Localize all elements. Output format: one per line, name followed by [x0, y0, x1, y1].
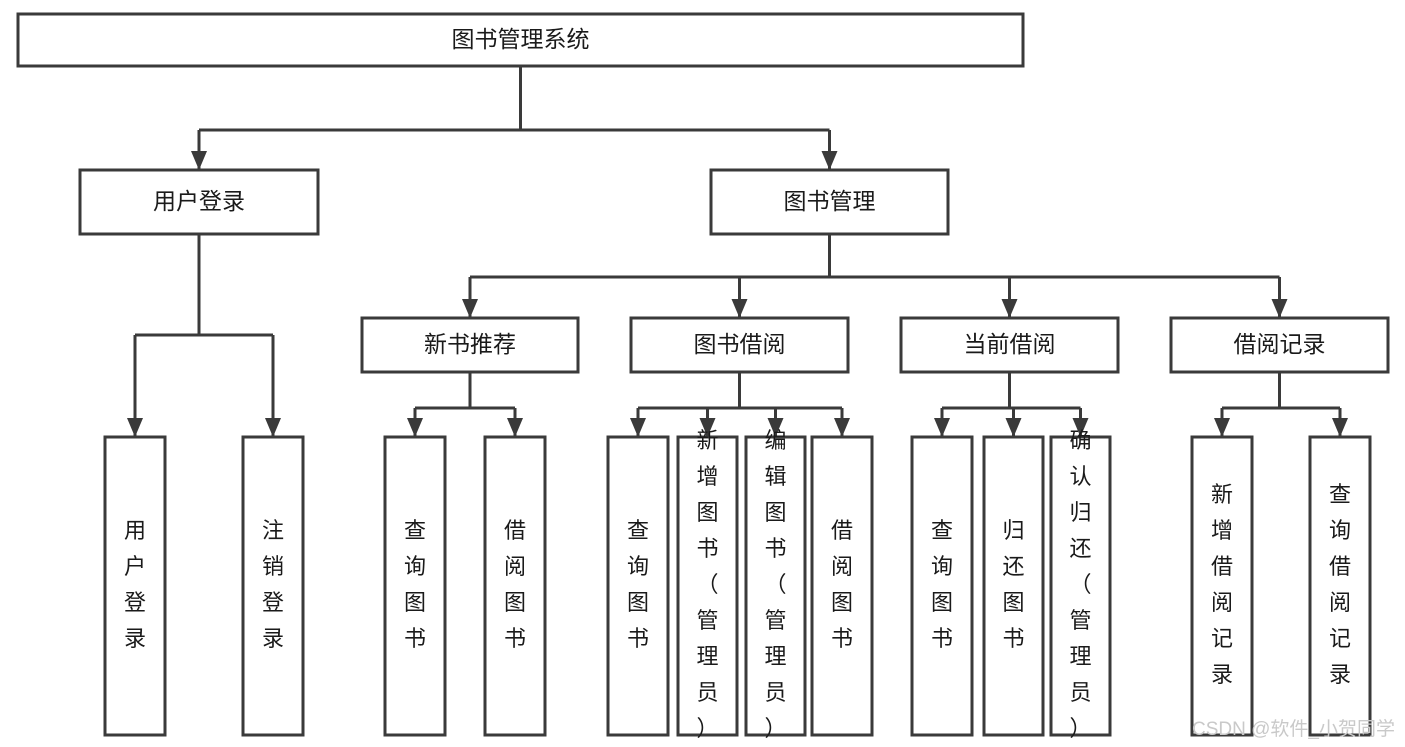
- node-box[interactable]: [103, 435, 167, 737]
- arrow-head-icon: [1001, 299, 1018, 318]
- edges-layer: [127, 66, 1348, 437]
- arrow-head-icon: [1214, 418, 1230, 437]
- node-leaf-user-login[interactable]: 用户登录: [103, 435, 167, 737]
- node-label: 图书借阅: [694, 331, 786, 357]
- node-box[interactable]: [606, 435, 670, 737]
- node-box[interactable]: [483, 435, 547, 737]
- nodes-layer: 图书管理系统用户登录图书管理新书推荐图书借阅当前借阅借阅记录用户登录注销登录查询…: [16, 12, 1390, 741]
- edge-group: [630, 372, 850, 437]
- node-leaf-query-book-cur[interactable]: 查询图书: [910, 435, 974, 737]
- node-label: 新增图书（管理员）: [696, 428, 718, 741]
- node-label: 用户登录: [153, 188, 245, 214]
- node-user-login[interactable]: 用户登录: [78, 168, 320, 236]
- node-leaf-borrow-book[interactable]: 借阅图书: [810, 435, 874, 737]
- arrow-head-icon: [767, 418, 784, 437]
- node-box[interactable]: [676, 435, 739, 737]
- arrow-head-icon: [507, 418, 523, 437]
- arrow-head-icon: [265, 418, 281, 437]
- node-box[interactable]: [982, 435, 1045, 737]
- edge-group: [191, 66, 838, 170]
- node-box[interactable]: [744, 435, 807, 737]
- node-label: 借阅图书: [504, 518, 526, 651]
- node-leaf-query-record[interactable]: 查询借阅记录: [1308, 435, 1372, 737]
- arrow-head-icon: [1271, 299, 1288, 318]
- arrow-head-icon: [834, 418, 850, 437]
- node-leaf-query-book-borrow[interactable]: 查询图书: [606, 435, 670, 737]
- node-leaf-logout[interactable]: 注销登录: [241, 435, 305, 737]
- node-box[interactable]: [1169, 316, 1390, 374]
- node-label: 编辑图书（管理员）: [764, 428, 786, 741]
- node-box[interactable]: [629, 316, 850, 374]
- node-label: 当前借阅: [964, 331, 1056, 357]
- arrow-head-icon: [462, 299, 478, 318]
- node-leaf-query-book-rec[interactable]: 查询图书: [383, 435, 447, 737]
- csdn-watermark: CSDN @软件_小贺同学: [1192, 718, 1395, 740]
- arrow-head-icon: [821, 151, 838, 170]
- node-label: 借阅记录: [1234, 331, 1326, 357]
- arrow-head-icon: [191, 151, 207, 170]
- edge-group: [934, 372, 1089, 437]
- node-box[interactable]: [1190, 435, 1254, 737]
- node-box[interactable]: [78, 168, 320, 236]
- arrow-head-icon: [731, 299, 748, 318]
- node-leaf-add-record[interactable]: 新增借阅记录: [1190, 435, 1254, 737]
- arrow-head-icon: [934, 418, 950, 437]
- node-leaf-borrow-book-rec[interactable]: 借阅图书: [483, 435, 547, 737]
- edge-group: [407, 372, 523, 437]
- node-label: 注销登录: [262, 518, 284, 651]
- node-box[interactable]: [899, 316, 1120, 374]
- node-box[interactable]: [241, 435, 305, 737]
- edge-group: [462, 234, 1288, 318]
- arrow-head-icon: [407, 418, 423, 437]
- node-label: 新书推荐: [424, 331, 516, 357]
- node-box[interactable]: [1308, 435, 1372, 737]
- node-leaf-add-book[interactable]: 新增图书（管理员）: [676, 428, 739, 741]
- node-leaf-return-book[interactable]: 归还图书: [982, 435, 1045, 737]
- node-label: 图书管理系统: [452, 26, 590, 52]
- node-current-borrow[interactable]: 当前借阅: [899, 316, 1120, 374]
- node-label: 确认归还（管理员）: [1069, 428, 1091, 741]
- arrow-head-icon: [630, 418, 646, 437]
- edge-group: [127, 234, 281, 437]
- node-new-book-recommend[interactable]: 新书推荐: [360, 316, 580, 374]
- node-box[interactable]: [810, 435, 874, 737]
- node-book-borrow[interactable]: 图书借阅: [629, 316, 850, 374]
- node-box[interactable]: [383, 435, 447, 737]
- node-box[interactable]: [360, 316, 580, 374]
- node-label: 查询图书: [404, 518, 426, 651]
- arrow-head-icon: [1072, 418, 1089, 437]
- arrow-head-icon: [699, 418, 716, 437]
- node-leaf-confirm-return[interactable]: 确认归还（管理员）: [1049, 428, 1112, 741]
- node-box[interactable]: [16, 12, 1025, 68]
- node-leaf-edit-book[interactable]: 编辑图书（管理员）: [744, 428, 807, 741]
- node-label: 查询图书: [931, 518, 953, 651]
- node-label: 新增借阅记录: [1211, 482, 1233, 687]
- node-label: 查询借阅记录: [1329, 482, 1351, 687]
- arrow-head-icon: [1005, 418, 1022, 437]
- node-label: 借阅图书: [831, 518, 853, 651]
- node-box[interactable]: [910, 435, 974, 737]
- node-box[interactable]: [1049, 435, 1112, 737]
- node-root[interactable]: 图书管理系统: [16, 12, 1025, 68]
- node-borrow-record[interactable]: 借阅记录: [1169, 316, 1390, 374]
- node-label: 用户登录: [124, 518, 146, 651]
- arrow-head-icon: [127, 418, 143, 437]
- node-label: 归还图书: [1002, 518, 1024, 651]
- edge-group: [1214, 372, 1348, 437]
- node-label: 图书管理: [784, 188, 876, 214]
- node-book-management[interactable]: 图书管理: [709, 168, 950, 236]
- node-label: 查询图书: [627, 518, 649, 651]
- node-box[interactable]: [709, 168, 950, 236]
- arrow-head-icon: [1332, 418, 1348, 437]
